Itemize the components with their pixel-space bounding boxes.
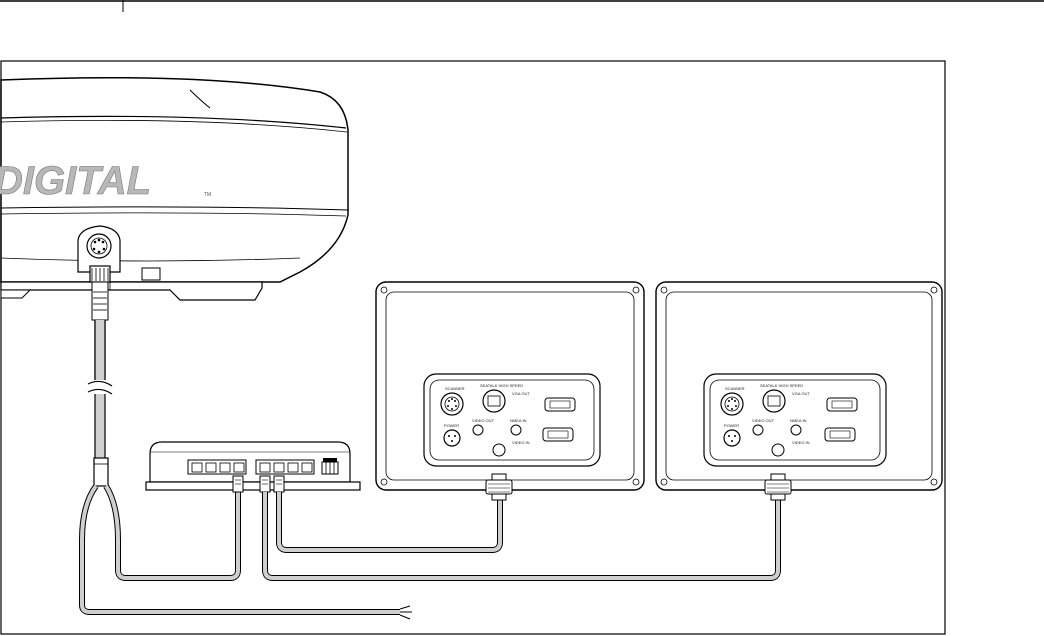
network-switch [146, 442, 360, 492]
radar-trademark: TM [204, 192, 211, 198]
display-2-label-video-in: VIDEO IN [792, 440, 810, 445]
display-unit-2: SCANNER SEATALK HIGH SPEED VGA OUT POWER… [656, 282, 942, 500]
display-1-label-video-out: VIDEO OUT [472, 418, 495, 423]
display-1-label-video-in: VIDEO IN [512, 440, 530, 445]
display-2-power-socket [724, 430, 740, 446]
display-2-label-nmea-in: NMEA IN [790, 418, 807, 423]
switch-plug-1 [233, 476, 243, 492]
radar-brand-text: DIGITAL [0, 159, 151, 203]
radar-base-plate [1, 282, 262, 300]
display-1-label-power: POWER [444, 423, 459, 428]
switch-power-terminal [322, 458, 338, 474]
display-2-label-power: POWER [724, 423, 739, 428]
switch-ports-right [256, 460, 314, 474]
display-2-label-vga-out: VGA OUT [792, 391, 810, 396]
radar-scanner: DIGITAL TM [0, 78, 348, 300]
display-2-label-scanner: SCANNER [725, 386, 745, 391]
display-1-label-seatalk-hs: SEATALK HIGH SPEED [480, 383, 523, 388]
display-1-label-scanner: SCANNER [445, 386, 465, 391]
display-1-video-out-socket [473, 425, 483, 435]
display-1-label-vga-out: VGA OUT [512, 391, 530, 396]
display-2-bottom-socket [772, 444, 784, 456]
radar-base-foot [1, 290, 30, 298]
display-unit-1: SCANNER SEATALK HIGH SPEED VGA OUT POWER… [376, 282, 644, 500]
display-1-nmea-socket [511, 425, 521, 435]
switch-plug-3 [274, 476, 284, 492]
switch-plug-2 [260, 476, 270, 492]
display-1-bottom-socket [493, 444, 505, 456]
display-2-video-out-socket [753, 425, 763, 435]
display-1-label-nmea-in: NMEA IN [510, 418, 527, 423]
display-2-nmea-socket [791, 425, 801, 435]
network-cables [265, 492, 778, 578]
display-2-label-seatalk-hs: SEATALK HIGH SPEED [760, 383, 803, 388]
switch-ports-left [188, 460, 246, 474]
display-2-label-video-out: VIDEO OUT [752, 418, 775, 423]
display-1-power-socket [444, 430, 460, 446]
